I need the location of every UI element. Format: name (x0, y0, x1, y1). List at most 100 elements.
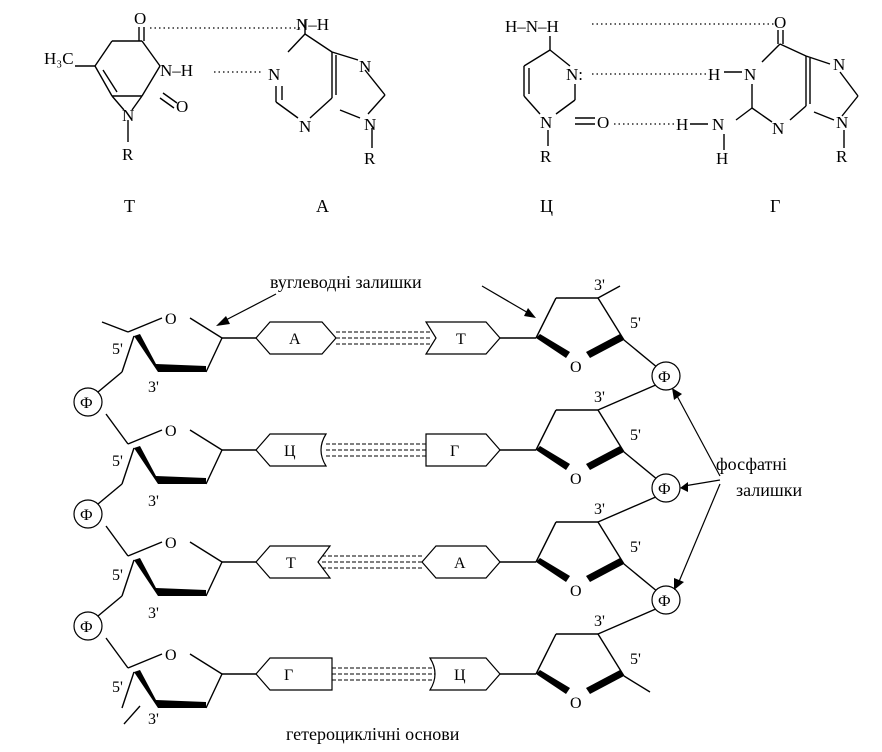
right-base-label: Т (456, 331, 466, 348)
prime-5-label: 5' (112, 453, 123, 470)
right-phosphate-1: Ф (651, 361, 681, 391)
cytosine-n1: N (540, 113, 552, 132)
adenine-n1: N (268, 65, 280, 84)
phosphate-symbol: Ф (80, 619, 93, 636)
ring-oxygen: O (165, 647, 177, 664)
guanine-amine-h: H (676, 115, 688, 134)
guanine-molecule: O H N N H N H N N R (676, 13, 859, 168)
prime-3-label: 3' (148, 379, 159, 396)
ring-oxygen: O (165, 423, 177, 440)
cytosine-r-group: R (540, 147, 552, 166)
guanine-amine-h2: H (716, 149, 728, 168)
base-pair-row-3: Т А (255, 545, 501, 579)
prime-3-label: 3' (594, 613, 605, 630)
prime-5-label: 5' (630, 539, 641, 556)
sugar-arrow-left (216, 293, 277, 326)
adenine-molecule: N–H N N N N R (268, 15, 386, 168)
sugar-residues-label: вуглеводні залишки (270, 272, 422, 292)
adenine-n9: N (364, 115, 376, 134)
prime-5-label: 5' (630, 315, 641, 332)
prime-3-label: 3' (148, 711, 159, 728)
prime-5-label: 5' (630, 427, 641, 444)
prime-3-label: 3' (594, 389, 605, 406)
prime-3-label: 3' (594, 501, 605, 518)
phosphate-symbol: Ф (80, 395, 93, 412)
right-base-label: Ц (454, 667, 466, 684)
thymine-methyl-label: H₃C (44, 49, 74, 68)
base-pair-row-1: А Т (255, 321, 501, 355)
cytosine-n3: N: (566, 65, 583, 84)
phosphate-symbol: Ф (658, 369, 671, 386)
prime-3-label: 3' (594, 277, 605, 294)
prime-5-label: 5' (112, 567, 123, 584)
left-sugar-4: O 5' 3' (105, 637, 256, 728)
phosphate-symbol: Ф (658, 593, 671, 610)
guanine-r-group: R (836, 147, 848, 166)
guanine-h1: H (708, 65, 720, 84)
thymine-adenine-pair: H₃C O N–H O N R N–H N N (44, 9, 386, 216)
prime-3-label: 3' (148, 605, 159, 622)
heterocyclic-bases-label: гетероциклічні основи (286, 724, 460, 744)
guanine-n7: N (833, 55, 845, 74)
adenine-amine-label: N–H (296, 15, 329, 34)
adenine-r-group: R (364, 149, 376, 168)
ring-oxygen: O (165, 535, 177, 552)
guanine-n2: N (712, 115, 724, 134)
prime-5-label: 5' (112, 679, 123, 696)
cytosine-molecule: H–N–H N: O N R (505, 17, 609, 166)
right-phosphate-3: Ф (651, 585, 681, 615)
guanine-oxygen: O (774, 13, 786, 32)
left-phosphate-1: Ф (73, 387, 103, 417)
guanine-n1: N (744, 65, 756, 84)
cytosine-amine-label: H–N–H (505, 17, 559, 36)
cytosine-oxygen: O (597, 113, 609, 132)
left-base-label: Г (284, 667, 293, 684)
sugar-arrow-right (481, 285, 536, 318)
left-base-label: А (289, 331, 301, 348)
ring-oxygen: O (570, 583, 582, 600)
prime-3-label: 3' (148, 493, 159, 510)
prime-5-label: 5' (112, 341, 123, 358)
adenine-n3: N (299, 117, 311, 136)
right-sugar-2: O 3' 5' (500, 383, 659, 488)
phosphate-arrows (672, 388, 721, 590)
cytosine-guanine-pair: H–N–H N: O N R O (505, 13, 859, 216)
thymine-nh-label: N–H (160, 61, 193, 80)
prime-5-label: 5' (630, 651, 641, 668)
base-pair-row-2: Ц Г (255, 433, 501, 467)
thymine-caption: Т (124, 196, 135, 216)
right-base-label: Г (450, 443, 459, 460)
left-sugar-3: O 5' 3' (97, 525, 256, 622)
left-base-label: Ц (284, 443, 296, 460)
phosphate-residues-label-2: залишки (736, 480, 802, 500)
dna-double-strand: O 5' 3' O 5' 3' O (73, 272, 802, 744)
right-sugar-3: O 3' 5' (500, 495, 659, 600)
right-phosphate-2: Ф (651, 473, 681, 503)
cytosine-caption: Ц (540, 196, 553, 216)
base-pair-row-4: Г Ц (255, 657, 501, 691)
left-phosphate-3: Ф (73, 611, 103, 641)
adenine-caption: А (316, 196, 329, 216)
left-sugar-2: O 5' 3' (97, 413, 256, 510)
left-phosphate-2: Ф (73, 499, 103, 529)
ring-oxygen: O (570, 695, 582, 712)
left-base-label: Т (286, 555, 296, 572)
ring-oxygen: O (570, 359, 582, 376)
ring-oxygen: O (165, 311, 177, 328)
ring-oxygen: O (570, 471, 582, 488)
thymine-oxygen-top: O (134, 9, 146, 28)
guanine-n3: N (772, 119, 784, 138)
phosphate-symbol: Ф (658, 481, 671, 498)
adenine-n7: N (359, 57, 371, 76)
right-sugar-1: O 3' 5' (500, 277, 659, 376)
left-sugar-1: O 5' 3' (97, 311, 256, 396)
right-base-label: А (454, 555, 466, 572)
thymine-molecule: H₃C O N–H O N R (44, 9, 193, 164)
guanine-caption: Г (770, 196, 780, 216)
guanine-n9: N (836, 113, 848, 132)
thymine-ring-nitrogen: N (122, 106, 134, 125)
phosphate-residues-label-1: фосфатні (716, 454, 787, 474)
thymine-oxygen-right: O (176, 97, 188, 116)
thymine-r-group: R (122, 145, 134, 164)
